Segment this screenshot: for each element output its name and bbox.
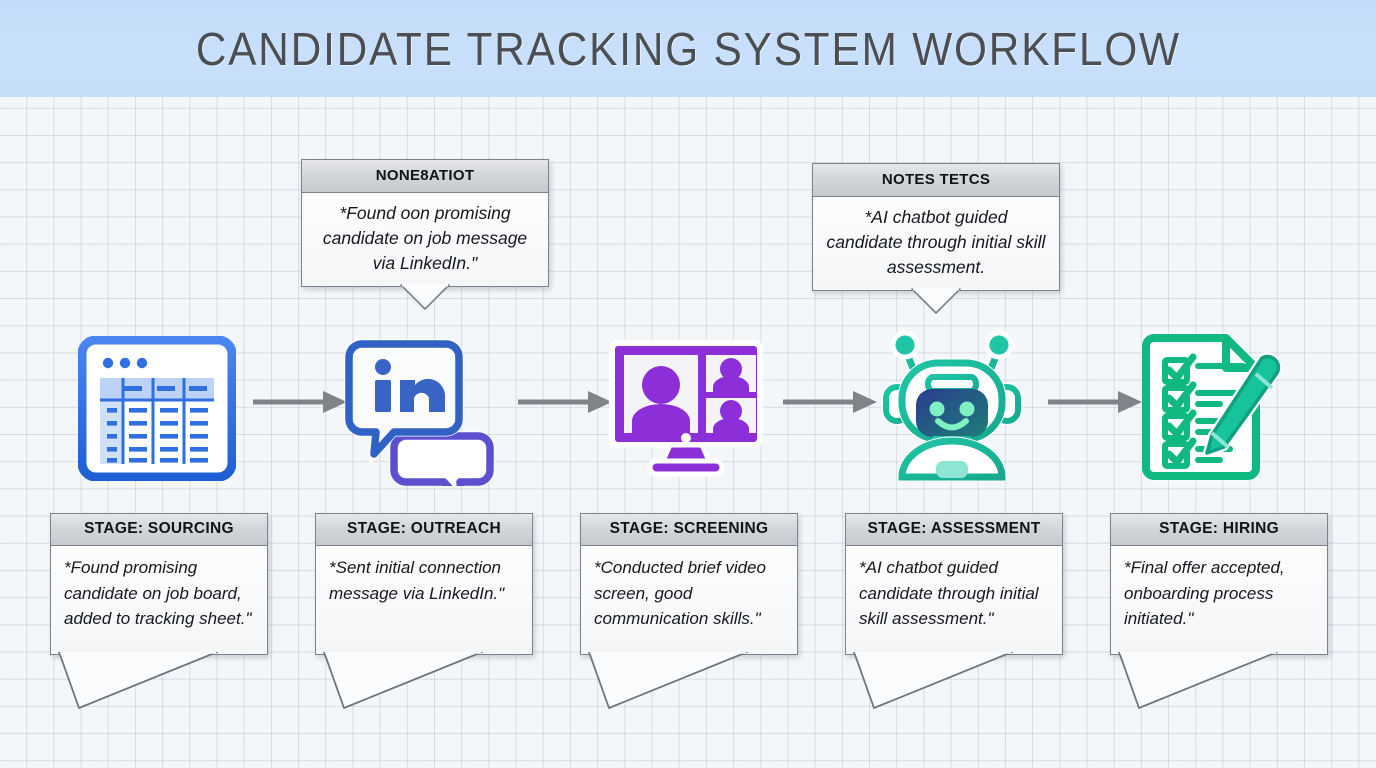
stage-card-screening: STAGE: SCREENING *Conducted brief video … [580,513,798,709]
callout-tail-icon [400,283,450,310]
callout-tail-icon [323,652,483,709]
arrow-sourcing-to-outreach [253,391,347,413]
callout-tail-icon [853,652,1013,709]
checklist-document-icon [1140,330,1296,487]
arrow-screening-to-assessment [783,391,877,413]
arrow-assessment-to-hiring [1048,391,1142,413]
stage-body: *Final offer accepted, onboarding proces… [1111,546,1327,654]
top-callout-title: NONE8ATIOT [302,160,548,193]
stage-card-outreach: STAGE: OUTREACH *Sent initial connection… [315,513,533,709]
top-callout-title: NOTES TETCS [813,164,1059,197]
stage-card-assessment: STAGE: ASSESSMENT *AI chatbot guided can… [845,513,1063,709]
callout-tail-icon [58,652,218,709]
stage-body: *Found promising candidate on job board,… [51,546,267,654]
top-callout-body: *AI chatbot guided candidate through ini… [813,197,1059,290]
stage-card-sourcing: STAGE: SOURCING *Found promising candida… [50,513,268,709]
stage-body: *Sent initial connection message via Lin… [316,546,532,654]
top-callout-body: *Found oon promising candidate on job me… [302,193,548,286]
stage-title: STAGE: HIRING [1111,514,1327,546]
stage-title: STAGE: SOURCING [51,514,267,546]
spreadsheet-icon [77,335,237,486]
callout-tail-icon [588,652,748,709]
linkedin-chat-icon [344,336,500,516]
stage-title: STAGE: ASSESSMENT [846,514,1062,546]
stage-card-hiring: STAGE: HIRING *Final offer accepted, onb… [1110,513,1328,709]
video-call-icon [608,337,764,484]
page-title-banner: CANDIDATE TRACKING SYSTEM WORKFLOW [0,0,1376,97]
top-callout-assessment: NOTES TETCS *AI chatbot guided candidate… [812,163,1060,314]
chatbot-robot-icon [874,325,1030,488]
callout-tail-icon [911,287,961,314]
stage-title: STAGE: OUTREACH [316,514,532,546]
callout-tail-icon [1118,652,1278,709]
top-callout-outreach: NONE8ATIOT *Found oon promising candidat… [301,159,549,310]
stage-body: *AI chatbot guided candidate through ini… [846,546,1062,654]
page-title: CANDIDATE TRACKING SYSTEM WORKFLOW [195,22,1181,75]
stage-body: *Conducted brief video screen, good comm… [581,546,797,654]
stage-title: STAGE: SCREENING [581,514,797,546]
arrow-outreach-to-screening [518,391,612,413]
